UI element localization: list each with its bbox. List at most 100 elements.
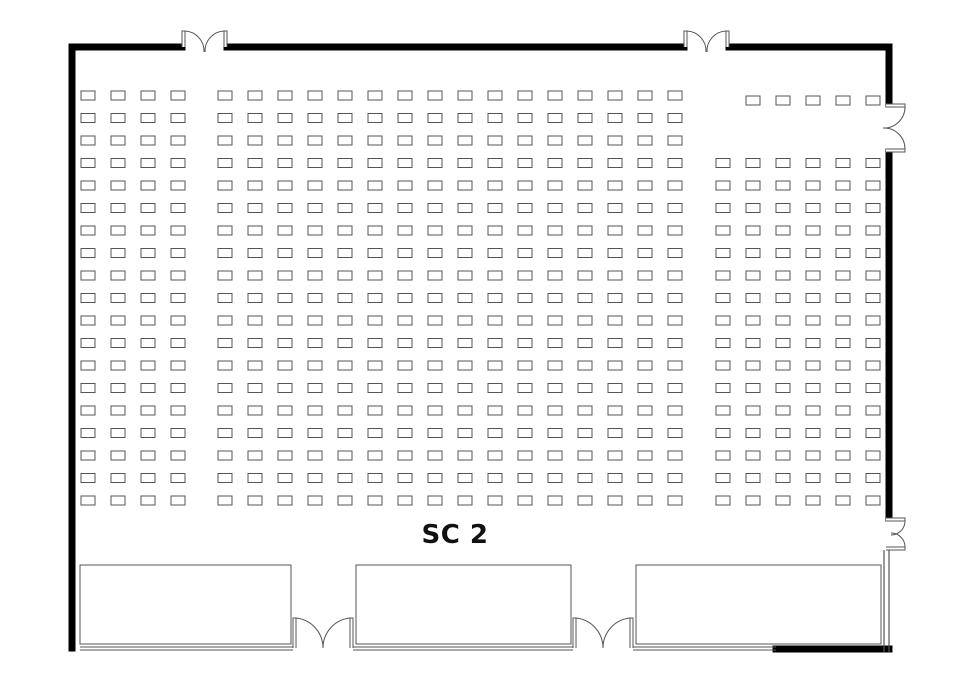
double-door-icon[interactable] xyxy=(683,30,730,53)
seat xyxy=(427,158,443,168)
seat xyxy=(170,338,186,348)
seat xyxy=(457,135,473,146)
seat xyxy=(517,338,533,348)
seat xyxy=(835,158,851,168)
seat xyxy=(427,405,443,416)
seat xyxy=(865,473,881,483)
seat xyxy=(835,248,851,258)
seat xyxy=(80,158,96,168)
seat xyxy=(457,203,473,213)
seat xyxy=(547,360,563,371)
seat xyxy=(745,158,761,168)
seat xyxy=(667,158,683,168)
seat xyxy=(457,338,473,348)
seat xyxy=(637,90,653,101)
seat xyxy=(247,248,263,258)
seat xyxy=(577,360,593,371)
seat xyxy=(247,90,263,101)
seat xyxy=(517,473,533,483)
seat xyxy=(367,113,383,123)
seat xyxy=(745,95,761,106)
seat xyxy=(140,338,156,348)
seat xyxy=(110,225,126,236)
seat xyxy=(110,270,126,281)
seat xyxy=(715,225,731,236)
seat xyxy=(217,315,233,326)
seat xyxy=(427,135,443,146)
seat xyxy=(805,495,821,506)
seat xyxy=(805,270,821,281)
seat xyxy=(140,225,156,236)
seat xyxy=(547,113,563,123)
seat xyxy=(667,180,683,191)
seat xyxy=(457,90,473,101)
double-door-icon[interactable] xyxy=(181,30,228,53)
seat xyxy=(337,338,353,348)
seat xyxy=(607,203,623,213)
seat xyxy=(517,495,533,506)
seat xyxy=(775,360,791,371)
seat xyxy=(577,135,593,146)
seat xyxy=(835,225,851,236)
double-door-icon[interactable] xyxy=(572,617,634,649)
seat xyxy=(667,270,683,281)
seat xyxy=(547,225,563,236)
seat xyxy=(745,180,761,191)
seat xyxy=(835,360,851,371)
seat xyxy=(517,180,533,191)
seat xyxy=(667,383,683,393)
seat xyxy=(427,180,443,191)
seat xyxy=(637,473,653,483)
seat xyxy=(745,293,761,303)
seat xyxy=(110,428,126,438)
seat xyxy=(307,473,323,483)
seat xyxy=(715,203,731,213)
seat xyxy=(667,135,683,146)
seat xyxy=(835,293,851,303)
seat xyxy=(217,270,233,281)
double-door-icon[interactable] xyxy=(882,103,906,153)
seat xyxy=(667,90,683,101)
seat xyxy=(577,270,593,281)
seat xyxy=(487,495,503,506)
seat xyxy=(367,338,383,348)
seat xyxy=(247,315,263,326)
seat xyxy=(667,360,683,371)
seat xyxy=(140,180,156,191)
seat xyxy=(397,360,413,371)
seat xyxy=(487,360,503,371)
seat xyxy=(835,473,851,483)
seat xyxy=(337,270,353,281)
seat xyxy=(140,203,156,213)
seat xyxy=(517,428,533,438)
seat xyxy=(427,383,443,393)
seat xyxy=(667,248,683,258)
seat xyxy=(547,495,563,506)
seat xyxy=(307,405,323,416)
seat xyxy=(247,383,263,393)
seat xyxy=(547,158,563,168)
double-door-icon[interactable] xyxy=(292,617,354,649)
seat xyxy=(140,248,156,258)
seat xyxy=(457,293,473,303)
seat xyxy=(715,338,731,348)
seat xyxy=(775,315,791,326)
seat xyxy=(307,293,323,303)
seat xyxy=(607,135,623,146)
seat xyxy=(170,405,186,416)
seat xyxy=(307,315,323,326)
seat xyxy=(487,180,503,191)
seat xyxy=(607,225,623,236)
seat xyxy=(457,225,473,236)
seat xyxy=(487,270,503,281)
seat xyxy=(307,495,323,506)
seat xyxy=(637,338,653,348)
seat xyxy=(547,383,563,393)
seat xyxy=(805,180,821,191)
seat xyxy=(607,113,623,123)
seat xyxy=(745,248,761,258)
double-door-icon[interactable] xyxy=(886,517,906,551)
seat xyxy=(547,90,563,101)
seat xyxy=(637,225,653,236)
